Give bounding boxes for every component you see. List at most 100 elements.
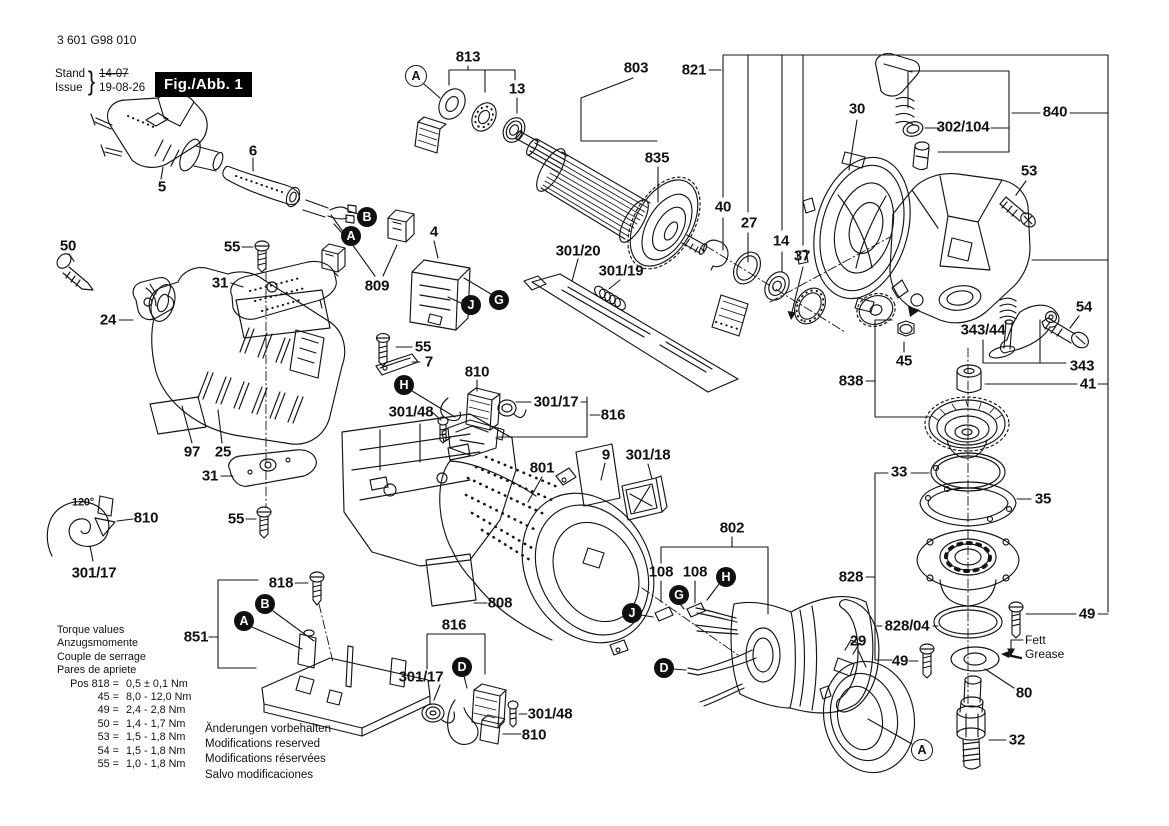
screw-54 bbox=[1041, 317, 1089, 349]
part-callout-35: 35 bbox=[1034, 490, 1052, 508]
part-callout-301-48: 301/48 bbox=[388, 403, 434, 421]
part-callout-851: 851 bbox=[183, 628, 209, 646]
part-callout-810: 810 bbox=[133, 509, 159, 527]
part-callout-14: 14 bbox=[772, 232, 790, 250]
part-callout-13: 13 bbox=[508, 80, 526, 98]
sticker-808 bbox=[425, 553, 477, 607]
part-callout-818: 818 bbox=[268, 574, 294, 592]
part-callout-120-: 120° bbox=[72, 496, 94, 509]
torque-entry: 55 =1,0 - 1,8 Nm bbox=[97, 758, 186, 771]
part-callout-301-19: 301/19 bbox=[598, 262, 644, 280]
cord-sleeve bbox=[222, 165, 357, 224]
motor-housing-field-tube-801 bbox=[439, 455, 655, 656]
screw-55-bottom bbox=[256, 506, 272, 539]
part-callout-809: 809 bbox=[364, 277, 390, 295]
part-callout-55: 55 bbox=[223, 238, 241, 256]
part-callout-301-18: 301/18 bbox=[625, 446, 671, 464]
torque-entry: 54 =1,5 - 1,8 Nm bbox=[97, 744, 186, 757]
part-callout-30: 30 bbox=[848, 100, 866, 118]
torque-entry: 45 =8,0 - 12,0 Nm bbox=[97, 691, 192, 704]
bearing-flange-828 bbox=[916, 529, 1020, 607]
part-callout-301-17: 301/17 bbox=[71, 564, 117, 582]
view-marker-A: A bbox=[341, 226, 361, 246]
spacer-41 bbox=[956, 364, 982, 394]
grease-label-de: Fett bbox=[1025, 633, 1046, 647]
gasket-35 bbox=[919, 481, 1017, 527]
part-callout-828-04: 828/04 bbox=[884, 617, 930, 635]
screw-53 bbox=[999, 196, 1036, 228]
view-marker-A: A bbox=[234, 611, 254, 631]
part-callout-810: 810 bbox=[521, 726, 547, 744]
aux-handle-clamp-24 bbox=[132, 277, 175, 321]
modifications-line: Salvo modificaciones bbox=[205, 768, 314, 781]
cover-plate-31-bottom bbox=[228, 449, 317, 487]
part-callout-33: 33 bbox=[890, 463, 908, 481]
view-marker-J: J bbox=[622, 603, 642, 623]
field-stator-802 bbox=[654, 596, 880, 714]
torque-title: Torque values bbox=[57, 624, 125, 636]
part-callout-813: 813 bbox=[455, 48, 481, 66]
part-callout-108: 108 bbox=[682, 563, 708, 581]
part-callout-108: 108 bbox=[648, 563, 674, 581]
part-callout-801: 801 bbox=[529, 459, 555, 477]
part-callout-6: 6 bbox=[248, 142, 258, 160]
part-callout-9: 9 bbox=[601, 446, 611, 464]
chassis-deck bbox=[341, 413, 517, 567]
part-callout-343: 343 bbox=[1069, 357, 1095, 375]
view-marker-H: H bbox=[716, 567, 736, 587]
revision-block: Stand Issue } 14-07 19-08-26 bbox=[55, 67, 145, 95]
part-callout-80: 80 bbox=[1015, 684, 1033, 702]
screw-818 bbox=[309, 571, 325, 606]
part-callout-40: 40 bbox=[714, 198, 732, 216]
part-callout-835: 835 bbox=[644, 149, 670, 167]
spindle-32 bbox=[956, 675, 986, 770]
part-callout-816: 816 bbox=[441, 616, 467, 634]
cover-plate-31-top bbox=[230, 260, 339, 320]
issue-label: Issue bbox=[55, 82, 83, 94]
torque-title: Anzugsmomente bbox=[57, 637, 139, 650]
plate-301-18 bbox=[621, 475, 668, 521]
part-callout-24: 24 bbox=[99, 311, 117, 329]
modifications-line: Modifications réservées bbox=[205, 753, 326, 766]
motor-housing-25 bbox=[148, 267, 346, 445]
part-callout-821: 821 bbox=[681, 61, 707, 79]
bevel-pinion-45 bbox=[856, 292, 920, 337]
spindle-lock-lever-343 bbox=[988, 297, 1060, 359]
switch-4 bbox=[409, 259, 471, 331]
gear-housing bbox=[889, 173, 1031, 324]
screw-49-left bbox=[919, 643, 935, 679]
brace-glyph: } bbox=[87, 66, 96, 96]
view-marker-H: H bbox=[394, 375, 414, 395]
part-callout-27: 27 bbox=[740, 214, 758, 232]
view-marker-A: A bbox=[405, 65, 427, 87]
part-callout-37: 37 bbox=[793, 247, 811, 265]
part-callout-49: 49 bbox=[1078, 605, 1096, 623]
part-callout-4: 4 bbox=[429, 223, 439, 241]
part-number: 3 601 G98 010 bbox=[57, 33, 137, 47]
o-ring-828-04 bbox=[933, 605, 1003, 639]
modifications-line: Änderungen vorbehalten bbox=[205, 723, 331, 735]
part-callout-7: 7 bbox=[424, 353, 434, 371]
torque-entry: 49 =2,4 - 2,8 Nm bbox=[97, 704, 186, 717]
part-callout-808: 808 bbox=[487, 594, 513, 612]
part-callout-25: 25 bbox=[214, 443, 232, 461]
screw-55-mid bbox=[375, 332, 391, 367]
part-callout-301-48: 301/48 bbox=[527, 705, 573, 723]
part-callout-41: 41 bbox=[1079, 375, 1097, 393]
bearing-set-813 bbox=[414, 88, 526, 154]
part-callout-31: 31 bbox=[201, 467, 219, 485]
figure-label: Fig./Abb. 1 bbox=[155, 72, 252, 97]
armature bbox=[515, 129, 708, 270]
part-callout-53: 53 bbox=[1020, 162, 1038, 180]
spring-301-19 bbox=[594, 285, 626, 311]
part-callout-32: 32 bbox=[1008, 731, 1026, 749]
screw-50 bbox=[56, 253, 94, 291]
stand-value: 14-07 bbox=[99, 68, 129, 80]
washer-80 bbox=[950, 646, 1000, 672]
spiral-spring-810 bbox=[46, 495, 116, 557]
view-marker-B: B bbox=[255, 594, 275, 614]
sticker-97 bbox=[149, 396, 207, 435]
view-marker-B: B bbox=[357, 207, 377, 227]
